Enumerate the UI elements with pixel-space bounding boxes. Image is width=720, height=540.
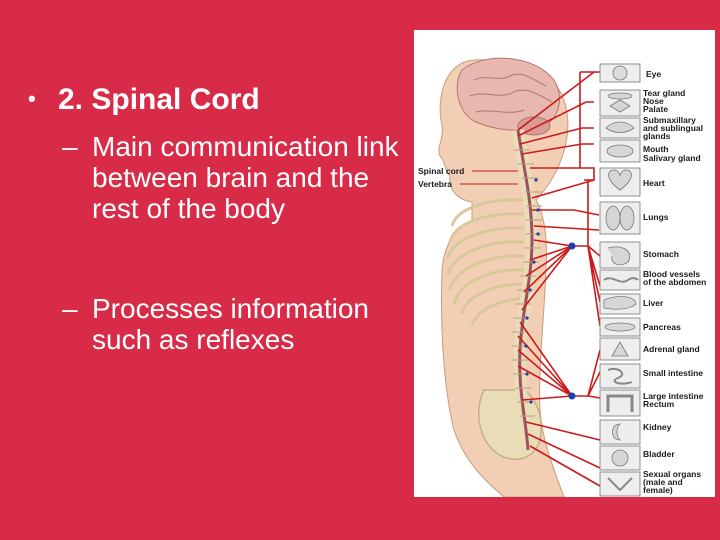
organ-label-adrenal-gland: Adrenal gland	[643, 344, 700, 354]
organ-label-pancreas: Pancreas	[643, 322, 681, 332]
organ-label-heart: Heart	[643, 178, 665, 188]
organ-label-salivary-gland: Salivary gland	[643, 153, 701, 163]
celiac-ganglion	[569, 243, 576, 250]
eye-icon	[613, 66, 627, 80]
liver-icon	[604, 297, 636, 310]
slide-heading: •2. Spinal Cord	[28, 80, 408, 119]
nervous-system-illustration: Spinal cord Vertebra	[414, 30, 715, 497]
mesenteric-ganglion	[569, 393, 576, 400]
heading-text: 2. Spinal Cord	[58, 83, 260, 116]
dash-marker: –	[62, 293, 78, 324]
bladder-icon	[612, 450, 628, 466]
sub-point-text: Processes information such as reflexes	[62, 293, 407, 355]
bullet-marker: •	[28, 80, 58, 118]
sub-point-text: Main communication link between brain an…	[62, 131, 407, 224]
dash-marker: –	[62, 131, 78, 162]
organ-label-liver: Liver	[643, 298, 664, 308]
organ-label-kidney: Kidney	[643, 422, 672, 432]
sub-point-communication: – Main communication link between brain …	[62, 131, 407, 224]
pancreas-icon	[605, 323, 635, 331]
organ-icons	[600, 64, 640, 496]
organ-label-bladder: Bladder	[643, 449, 675, 459]
organ-label-small-intestine: Small intestine	[643, 368, 703, 378]
organ-label-lungs: Lungs	[643, 212, 669, 222]
organ-label-eye: Eye	[646, 69, 661, 79]
organ-label-palate: Palate	[643, 104, 668, 114]
sub-point-reflexes: – Processes information such as reflexes	[62, 293, 407, 355]
anatomy-svg: Spinal cord Vertebra	[414, 30, 715, 497]
tear-gland-icon	[608, 93, 632, 99]
organ-label-stomach: Stomach	[643, 249, 679, 259]
spinal-cord-label: Spinal cord	[418, 166, 464, 176]
mouth-icon	[607, 145, 633, 157]
vertebra-label: Vertebra	[418, 179, 452, 189]
lungs-icon	[606, 206, 620, 230]
